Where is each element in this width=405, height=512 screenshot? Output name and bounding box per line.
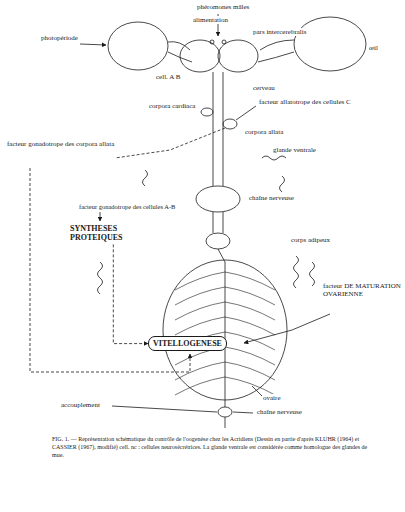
label-text: facteur allatotrope des cellules C	[258, 98, 355, 106]
label-text: accouplement	[60, 401, 101, 409]
node-text: VITELLOGENESE	[153, 339, 222, 348]
fat-body	[294, 256, 299, 288]
photoperiod-arrow	[80, 44, 106, 45]
ovariole	[225, 362, 275, 380]
label-text: phéromones mâles	[196, 3, 250, 11]
label-text: alimentation	[192, 16, 229, 24]
label-text: glande ventrale	[272, 146, 317, 154]
label-text: corpora cardiaca	[148, 102, 196, 110]
brain-lobe	[180, 40, 220, 72]
ovariole	[225, 272, 275, 290]
label-text: corpora allata	[244, 128, 284, 136]
ovariole	[175, 287, 225, 305]
fat-body	[310, 262, 315, 286]
oviduct	[225, 262, 226, 407]
ovariole	[225, 317, 275, 335]
process-box: VITELLOGENESE	[148, 336, 227, 351]
ovariole	[175, 302, 225, 320]
optic-lobe	[258, 40, 294, 62]
label-text: cerveau	[252, 84, 276, 92]
fat-body	[98, 262, 103, 294]
right-eye	[294, 17, 366, 71]
ovariole	[225, 287, 275, 305]
nerve	[213, 212, 223, 233]
left-eye	[108, 22, 168, 70]
fat-body	[143, 170, 148, 186]
ovariole	[225, 347, 275, 365]
ovariole	[175, 362, 225, 380]
label-text: facteur gonadotrope des corpora allata	[6, 140, 118, 148]
allatotropic-leader	[236, 106, 256, 120]
corpora-cardiaca	[201, 108, 213, 116]
label-text: facteur gonadotrope des cellules A-B	[78, 203, 176, 210]
ganglion	[206, 233, 230, 249]
connector	[113, 244, 148, 343]
label-text: facteur DE MATURATION OVARIENNE	[322, 282, 402, 298]
ganglion	[218, 407, 232, 417]
nerve	[225, 417, 226, 428]
gonadotropic-ab-line	[100, 212, 101, 221]
mating-leader	[112, 406, 217, 412]
node-text: SYNTHESES PROTEIQUES	[70, 224, 148, 242]
ovariole	[175, 272, 225, 290]
maturation-arrow	[244, 314, 330, 343]
ovariole	[175, 317, 225, 335]
ovariole	[225, 332, 275, 350]
neurosecretory-cells	[222, 40, 226, 44]
label-text: cell. A B	[155, 73, 181, 81]
corpora-allata	[223, 119, 237, 129]
label-text: photopériode	[40, 34, 79, 42]
label-text: pars intercerebralis	[252, 28, 307, 36]
nerve	[213, 72, 223, 186]
label-text: ovaire	[262, 394, 282, 402]
ovariole	[175, 377, 225, 395]
label-text: chaîne nerveuse	[256, 408, 303, 416]
ventral-gland	[262, 156, 286, 160]
label-text: chaîne nerveuse	[248, 194, 295, 202]
ganglion	[196, 186, 240, 212]
label-text: corps adipeux	[290, 236, 331, 244]
brain-lobe	[218, 40, 258, 72]
nerve-cord-leader	[233, 412, 253, 413]
ovariole	[225, 302, 275, 320]
process-label: SYNTHESES PROTEIQUES	[66, 222, 152, 244]
figure-caption: FIG. 1. — Représentation schématique du …	[52, 436, 372, 459]
neurosecretory-cells	[210, 40, 214, 44]
fat-body	[280, 176, 285, 192]
ovariole	[225, 377, 275, 395]
label-text: œil	[368, 44, 379, 52]
